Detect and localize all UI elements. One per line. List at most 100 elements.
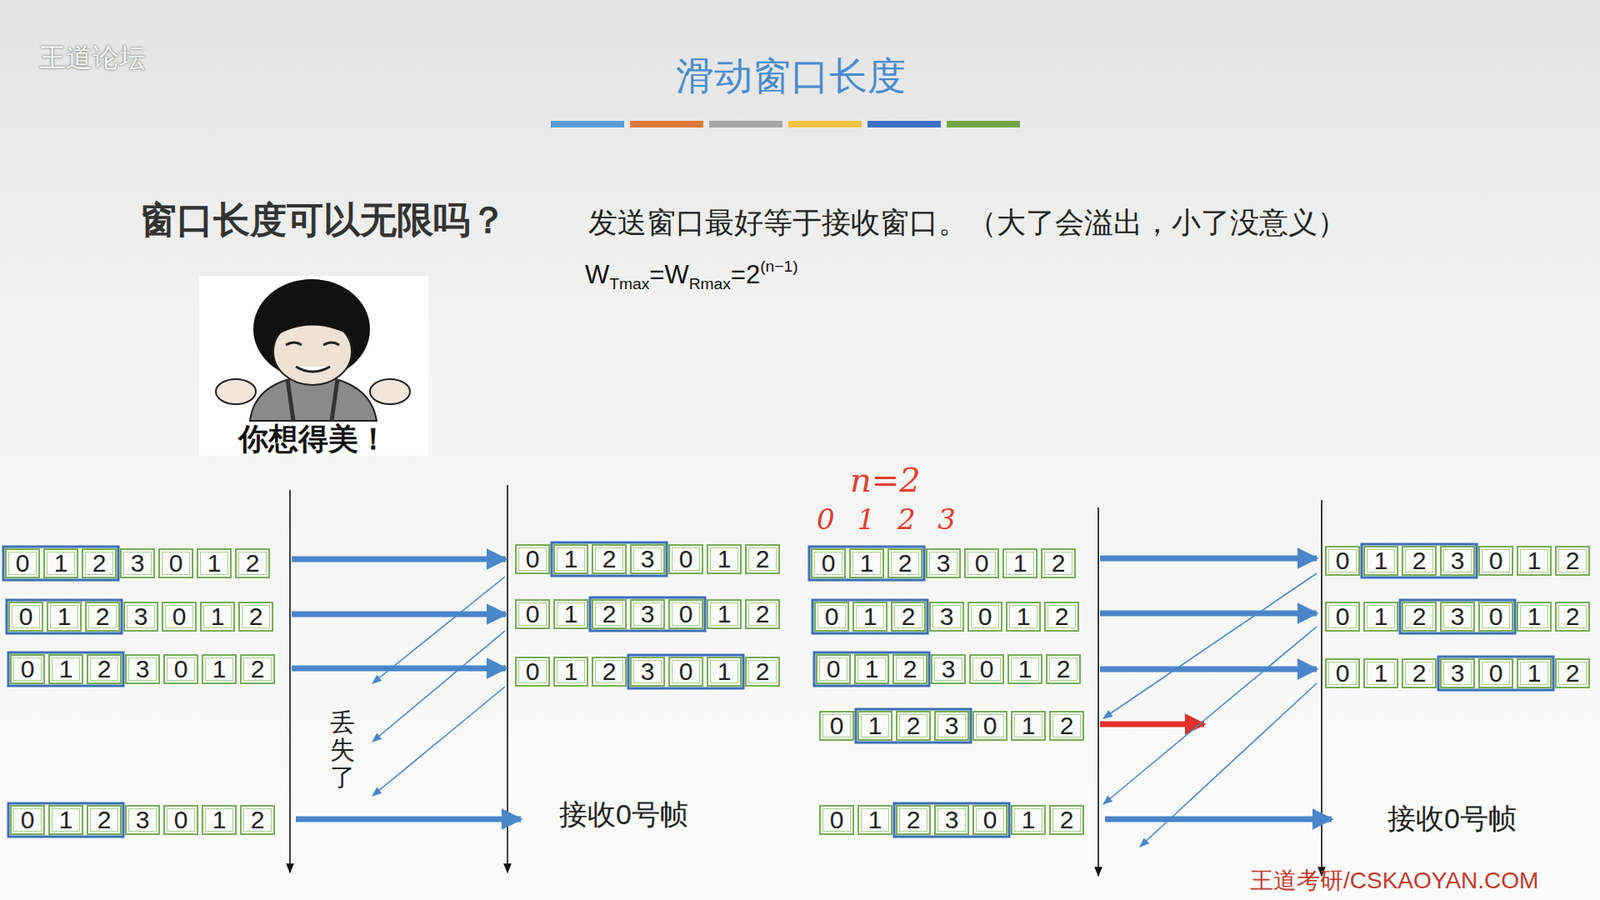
sequence-number: 3: [640, 601, 655, 627]
sequence-cell: 1: [1002, 548, 1038, 579]
sequence-cell: 0: [8, 601, 44, 632]
sequence-number: 0: [821, 550, 836, 576]
sequence-number: 2: [1055, 604, 1070, 630]
sequence-cell: 3: [1440, 658, 1475, 689]
sequence-cell: 0: [972, 710, 1008, 741]
sequence-number: 1: [59, 656, 74, 682]
sender-timeline: [1097, 507, 1100, 876]
sequence-number: 1: [1016, 604, 1031, 630]
sequence-number: 1: [1527, 548, 1542, 574]
window-frame: [855, 709, 971, 743]
receiver-timeline: [506, 485, 509, 873]
sequence-number: 2: [602, 659, 617, 685]
sequence-number: 1: [1527, 660, 1542, 686]
sequence-cell: 1: [706, 656, 742, 687]
meme-mouth: [295, 366, 330, 372]
sequence-cell: 1: [48, 654, 84, 685]
sequence-cell: 2: [240, 805, 275, 835]
sequence-number: 2: [1565, 660, 1580, 686]
sequence-cell: 2: [81, 548, 117, 579]
sequence-cell: 3: [630, 599, 665, 630]
sequence-number: 2: [898, 550, 913, 576]
sequence-cell: 1: [1010, 805, 1046, 835]
slide-title: 滑动窗口长度: [675, 53, 906, 100]
sequence-number: 1: [1374, 604, 1389, 630]
window-frame: [628, 655, 744, 689]
sequence-number: 0: [169, 550, 184, 576]
window-frame: [6, 600, 122, 634]
sequence-number: 0: [983, 807, 998, 833]
sequence-cell: 0: [163, 654, 199, 685]
sequence-cell: 0: [5, 548, 40, 579]
frame-arrow: [291, 665, 506, 672]
sequence-number: 2: [250, 656, 265, 682]
sequence-cell: 0: [1478, 545, 1514, 576]
sequence-cell: 3: [930, 654, 966, 685]
sequence-cell: 1: [706, 599, 742, 630]
sequence-number: 1: [57, 604, 72, 630]
window-frame: [814, 652, 930, 686]
window-frame: [1361, 544, 1477, 578]
frame-arrow: [1100, 555, 1317, 562]
sequence-cell: 3: [1440, 601, 1475, 632]
color-bar: [630, 120, 704, 128]
sequence-number: 2: [755, 601, 770, 627]
sequence-number: 2: [906, 807, 921, 833]
formula-index: (n−1): [760, 257, 798, 275]
sequence-cell: 2: [1401, 545, 1437, 576]
frame-arrow: [1100, 610, 1317, 617]
sequence-cell: 1: [553, 599, 589, 630]
sequence-cell: 2: [1555, 545, 1590, 576]
color-bar: [946, 120, 1020, 128]
sequence-number: 0: [19, 604, 34, 630]
sequence-number: 0: [525, 546, 540, 572]
sequence-number: 2: [901, 604, 916, 630]
sequence-number: 0: [525, 601, 540, 627]
sequence-cell: 3: [1440, 545, 1475, 576]
sequence-number: 1: [1527, 604, 1542, 630]
sequence-cell: 1: [46, 601, 82, 632]
sequence-cell: 2: [591, 599, 627, 630]
sequence-number: 1: [210, 604, 225, 630]
sequence-cell: 0: [1325, 545, 1360, 576]
sequence-cell: 2: [240, 654, 275, 685]
sequence-cell: 0: [668, 544, 704, 575]
sequence-cell: 1: [1005, 601, 1041, 632]
sequence-number: 1: [717, 546, 732, 572]
meme-caption: 你想得美！: [238, 420, 389, 457]
sequence-number: 2: [755, 546, 770, 572]
sequence-cell: 2: [745, 656, 780, 687]
frame-arrow: [291, 611, 506, 618]
sequence-number: 2: [1060, 713, 1075, 739]
sequence-cell: 1: [854, 654, 890, 685]
sequence-number: 0: [679, 546, 694, 572]
frame-arrow: [291, 556, 506, 563]
window-frame: [1438, 656, 1554, 690]
sequence-cell: 3: [630, 656, 665, 687]
handwritten-note: n=2: [850, 460, 921, 500]
color-bar: [788, 120, 862, 128]
watermark: 王道论坛: [39, 41, 146, 74]
sequence-number: 0: [174, 807, 189, 833]
frame-arrow: [1100, 666, 1317, 673]
sequence-cell: 0: [1478, 601, 1514, 632]
sequence-number: 1: [59, 807, 74, 833]
frame-arrows: [291, 558, 1332, 820]
formula-index: Tmax: [609, 275, 650, 293]
window-frame: [8, 652, 124, 686]
sequence-number: 3: [940, 604, 955, 630]
sequence-cell: 2: [887, 548, 923, 579]
sequence-cell: 1: [706, 544, 742, 575]
sequence-number: 2: [245, 550, 260, 576]
sequence-cell: 2: [895, 710, 931, 741]
formula-part: =2: [730, 260, 760, 290]
sequence-cell: 1: [43, 548, 79, 579]
sequence-number: 0: [1489, 604, 1504, 630]
sequence-number: 3: [941, 656, 956, 682]
sequence-number: 1: [1021, 807, 1036, 833]
sequence-cell: 0: [967, 601, 1003, 632]
sequence-number: 2: [1412, 660, 1427, 686]
sequence-cell: 2: [1401, 658, 1437, 689]
note-text: 发送窗口最好等于接收窗口。（大了会溢出，小了没意义）: [588, 205, 1347, 240]
